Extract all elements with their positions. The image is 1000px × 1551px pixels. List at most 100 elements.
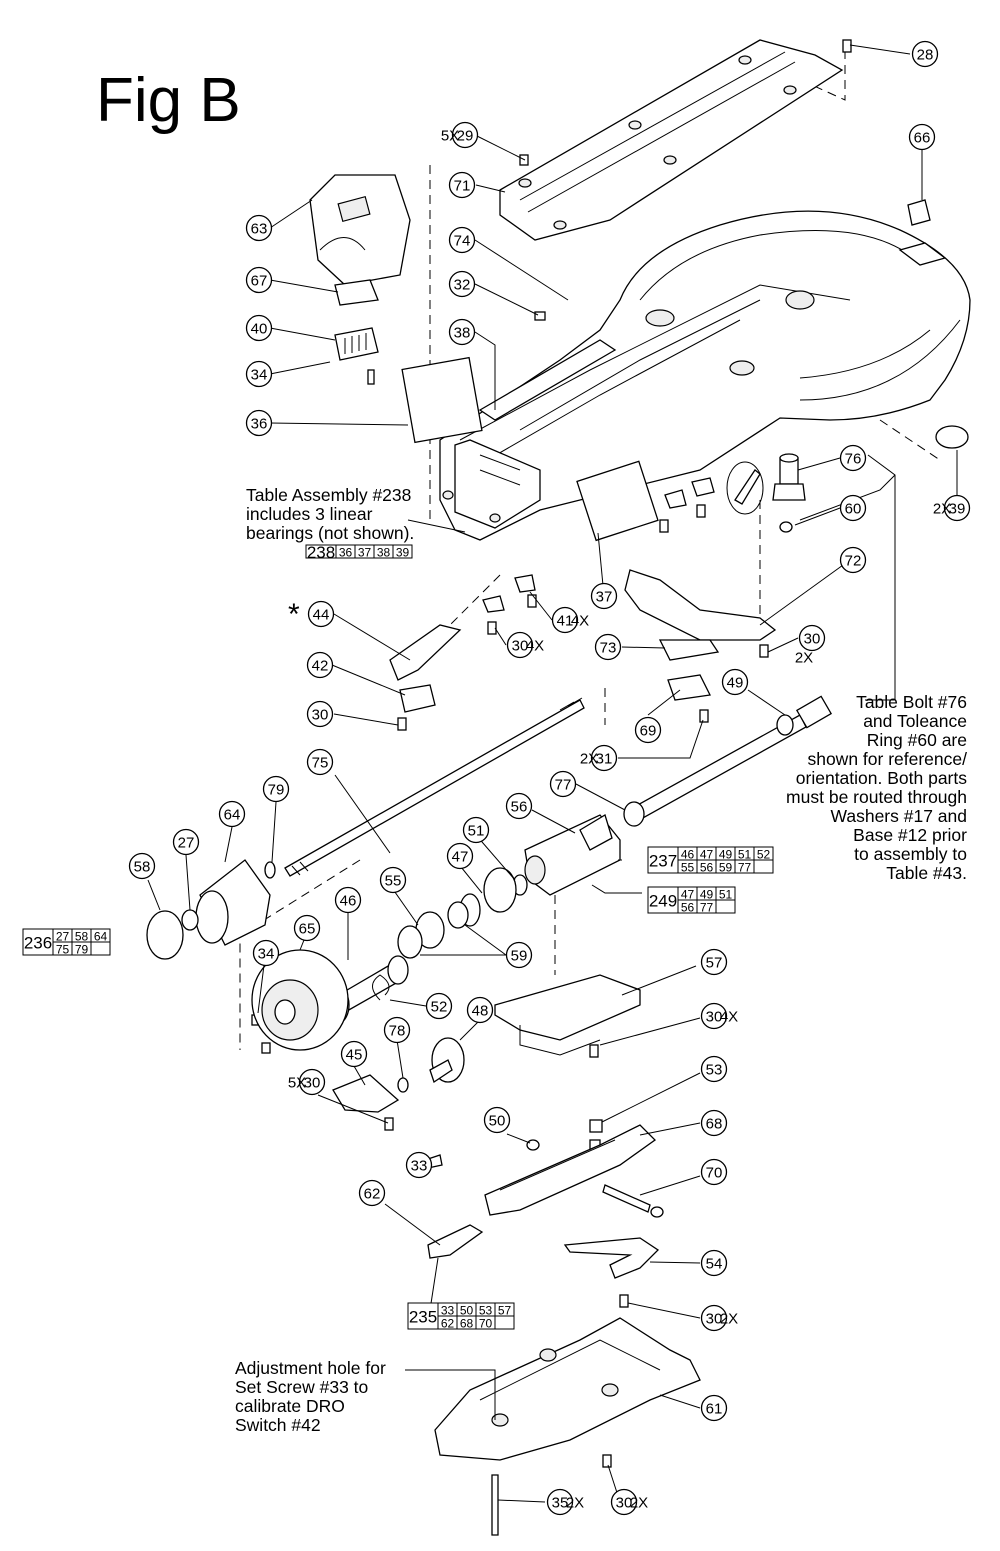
callout-number: 76 [845, 451, 862, 468]
bracket-57 [494, 974, 641, 1056]
washer-78 [397, 1077, 409, 1093]
callout-number: 77 [555, 777, 572, 794]
button-67 [334, 279, 379, 306]
callout-76: 76 [839, 444, 867, 472]
callout-circle [446, 842, 474, 870]
callout-number: 74 [454, 233, 471, 250]
kit-part-number: 49 [700, 888, 714, 902]
callout-quantity: 4X [720, 1009, 738, 1026]
callout-number: 30 [804, 631, 821, 648]
callout-circle [340, 1040, 368, 1068]
callout-27: 27 [172, 828, 200, 856]
callout-number: 30 [304, 1075, 321, 1092]
callout-number: 46 [340, 893, 357, 910]
kit-part-number: 46 [681, 848, 695, 862]
switch-cover-63 [309, 174, 411, 286]
lock-66 [898, 199, 947, 266]
callout-36: 36 [245, 409, 273, 437]
pointer-strip-38 [478, 339, 617, 421]
callout-circle [462, 816, 490, 844]
callout-42: 42 [306, 651, 334, 679]
kit-part-number: 56 [681, 901, 695, 915]
callout-64: 64 [218, 800, 246, 828]
callout-number: 41 [557, 613, 574, 630]
callout-circle [839, 494, 867, 522]
callout-number: 44 [313, 607, 330, 624]
kit-part-number: 36 [339, 546, 353, 560]
callout-number: 56 [511, 799, 528, 816]
kit-number: 236 [24, 934, 52, 953]
callout-number: 62 [364, 1186, 381, 1203]
callout-51: 51 [462, 816, 490, 844]
callout-number: 70 [706, 1165, 723, 1182]
callout-61: 61 [700, 1394, 728, 1422]
callout-number: 73 [600, 640, 617, 657]
callout-quantity: 2X [720, 1311, 738, 1328]
housing-56 [524, 814, 621, 896]
callout-number: 49 [727, 675, 744, 692]
callout-77: 77 [549, 770, 577, 798]
note-adjustment-hole: Adjustment hole for Set Screw #33 to cal… [235, 1358, 386, 1435]
callout-68: 68 [700, 1109, 728, 1137]
callout-number: 29 [457, 128, 474, 145]
callout-circle [293, 914, 321, 942]
kit-part-number: 47 [681, 888, 695, 902]
callout-number: 30 [706, 1311, 723, 1328]
callout-circle [943, 494, 971, 522]
washer-50 [526, 1139, 540, 1151]
callout-number: 40 [251, 321, 268, 338]
callout-number: 34 [258, 946, 275, 963]
kit-part-number: 38 [377, 546, 391, 560]
callout-number: 57 [706, 955, 723, 972]
callout-number: 69 [640, 723, 657, 740]
clamp-69 [667, 674, 711, 701]
callout-circle [425, 992, 453, 1020]
bracket-44 [389, 624, 462, 681]
clip-52 [372, 974, 390, 1001]
callout-number: 30 [312, 707, 329, 724]
callout-number: 79 [268, 782, 285, 799]
callout-quantity: 4X [571, 613, 589, 630]
callout-number: 65 [299, 921, 316, 938]
callout-number: 35 [552, 1495, 569, 1512]
rod-75 [284, 697, 585, 877]
callout-number: 60 [845, 501, 862, 518]
callout-circle [306, 651, 334, 679]
callout-circle [839, 546, 867, 574]
callout-number: 48 [472, 1003, 489, 1020]
callout-number: 45 [346, 1047, 363, 1064]
kit-part-number: 49 [719, 848, 733, 862]
kit-part-number: 58 [75, 930, 89, 944]
kit-part-number: 62 [441, 1317, 455, 1331]
callout-circle [218, 800, 246, 828]
nut-27 [181, 909, 199, 931]
callout-66: 66 [908, 123, 936, 151]
callout-34: 34 [245, 360, 273, 388]
callout-62: 62 [358, 1179, 386, 1207]
kit-part-number: 53 [479, 1304, 493, 1318]
callout-number: 30 [616, 1495, 633, 1512]
callout-74: 74 [448, 226, 476, 254]
callout-circle [610, 1488, 638, 1516]
callout-number: 58 [134, 859, 151, 876]
figure-title: Fig B [96, 66, 241, 135]
callout-55: 55 [379, 866, 407, 894]
kit-number: 238 [307, 543, 335, 562]
callout-33: 33 [405, 1151, 433, 1179]
callout-56: 56 [505, 792, 533, 820]
callout-circle [245, 409, 273, 437]
callout-32: 32 [448, 270, 476, 298]
callout-53: 53 [700, 1055, 728, 1083]
callout-circle [549, 770, 577, 798]
